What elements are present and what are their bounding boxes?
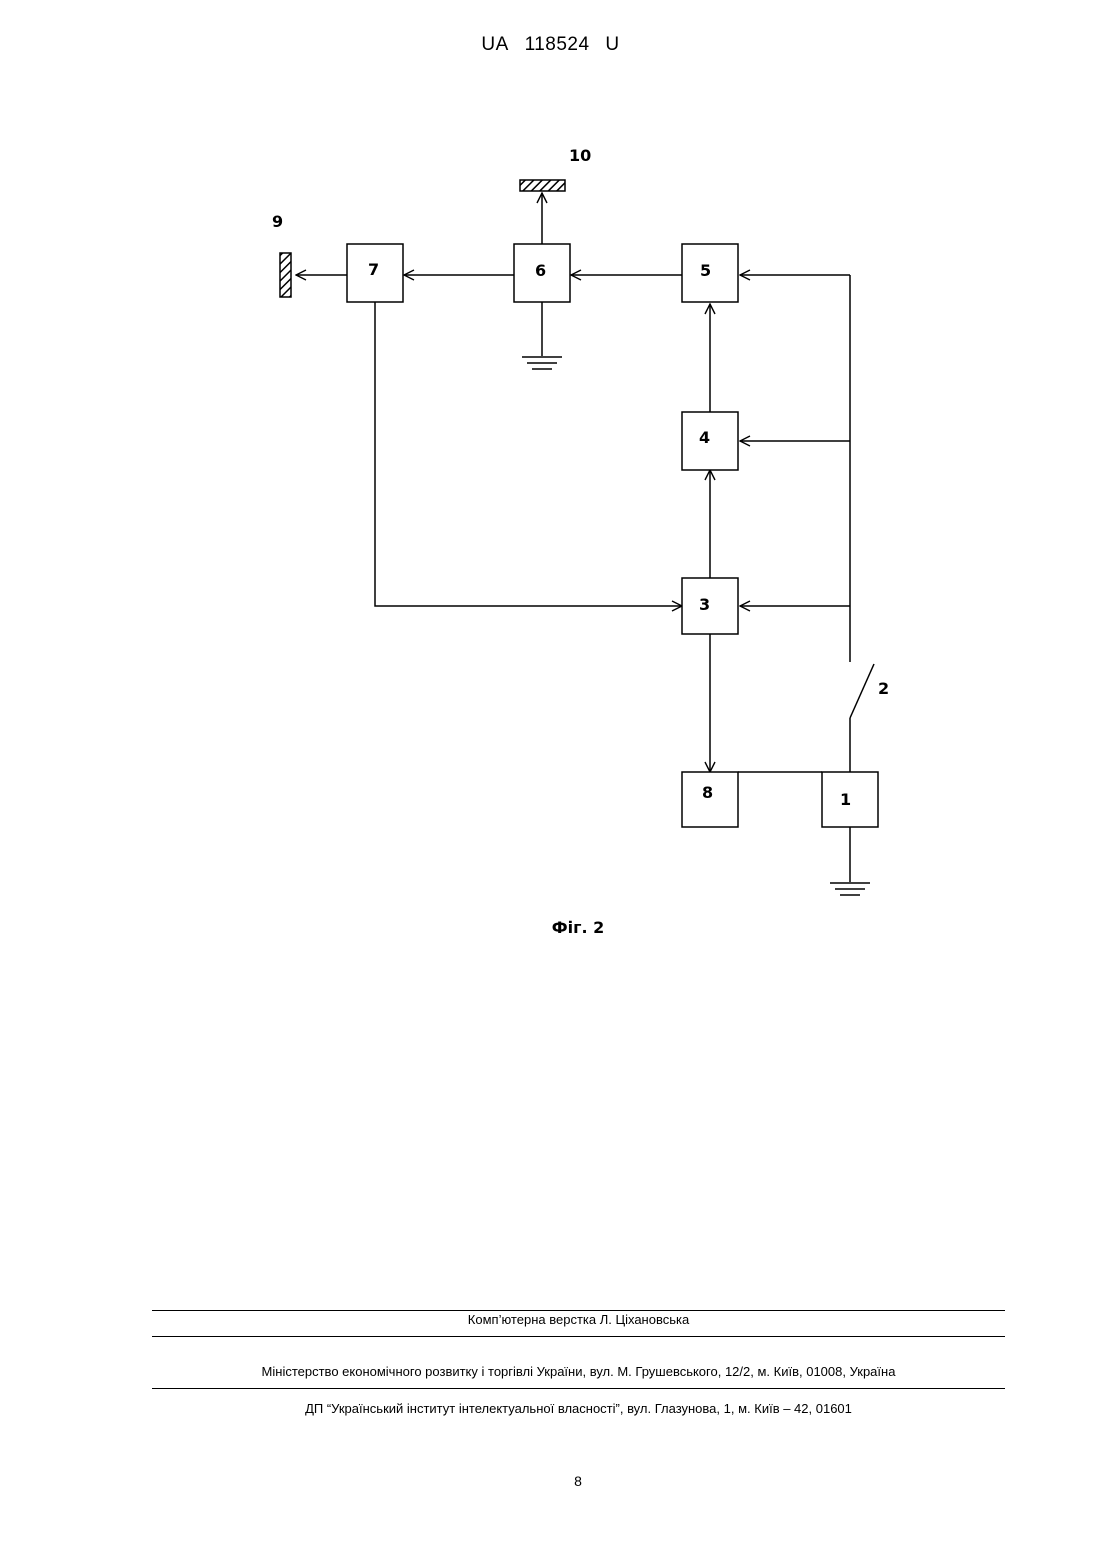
- block-label-8: 8: [702, 783, 713, 802]
- electrode-9: [280, 253, 291, 297]
- label-10: 10: [569, 146, 591, 165]
- figure-caption: Фіг. 2: [0, 918, 1101, 937]
- wire-7-3: [375, 302, 682, 606]
- ground-symbol-6: [522, 357, 562, 369]
- switch-2: [850, 664, 874, 718]
- label-2: 2: [878, 679, 889, 698]
- block-label-3: 3: [699, 595, 710, 614]
- footer-rule-bottom: [152, 1388, 1005, 1389]
- electrode-10: [520, 180, 565, 191]
- ground-symbol-1: [830, 883, 870, 895]
- block-label-6: 6: [535, 261, 546, 280]
- block-label-1: 1: [840, 790, 851, 809]
- block-label-7: 7: [368, 260, 379, 279]
- footer-ministry: Міністерство економічного розвитку і тор…: [152, 1364, 1005, 1379]
- footer-rule-top: [152, 1310, 1005, 1311]
- footer-institute: ДП “Український інститут інтелектуальної…: [152, 1401, 1005, 1416]
- footer-layout-credit: Комп’ютерна верстка Л. Ціхановська: [152, 1312, 1005, 1327]
- label-9: 9: [272, 212, 283, 231]
- block-label-4: 4: [699, 428, 710, 447]
- page-number: 8: [0, 1473, 1101, 1489]
- block-label-5: 5: [700, 261, 711, 280]
- footer-rule-middle: [152, 1336, 1005, 1337]
- block-diagram: 7 6 5 4 3 8 1 9 10 2: [0, 0, 1101, 960]
